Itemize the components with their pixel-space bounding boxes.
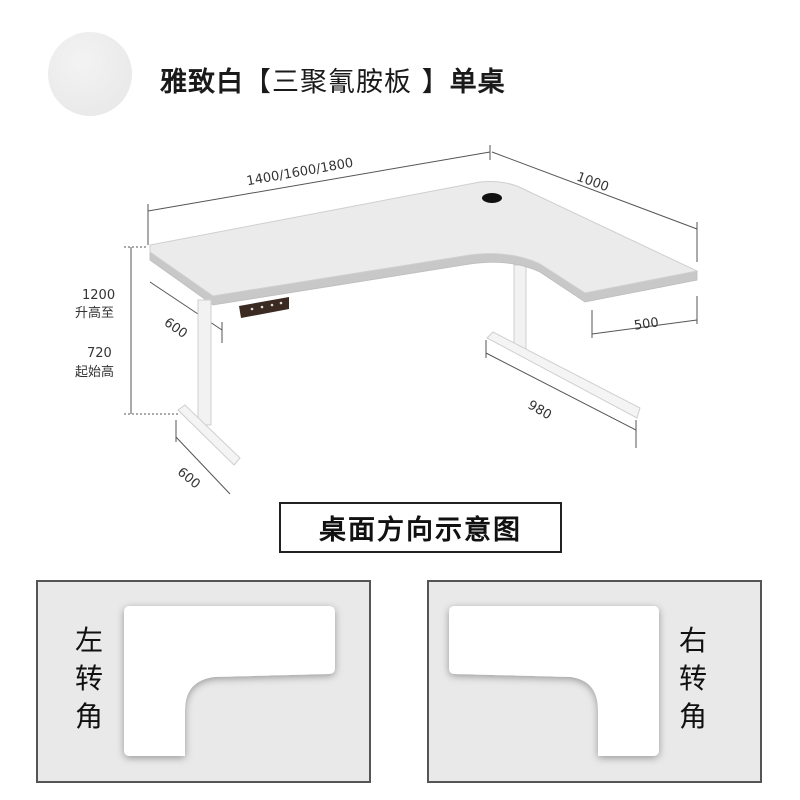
right-corner-desk-shape xyxy=(449,606,659,756)
cable-grommet-icon xyxy=(482,193,502,203)
dim-min-height-label: 起始高 xyxy=(75,365,115,380)
left-corner-panel: 左 转 角 xyxy=(36,580,371,783)
dim-max-height-label: 升高至 xyxy=(75,306,115,321)
color-swatch xyxy=(48,32,132,116)
right-corner-panel: 右 转 角 xyxy=(427,580,762,783)
desk-diagram xyxy=(124,145,699,495)
left-leg xyxy=(177,299,241,466)
material-name: 【三聚氰胺板 】 xyxy=(244,67,450,98)
left-corner-desk-shape xyxy=(124,606,335,756)
dim-return-depth: 500 xyxy=(633,315,660,334)
desk-top xyxy=(149,181,699,306)
right-leg xyxy=(486,264,641,419)
product-title: 雅致白【三聚氰胺板 】单桌 xyxy=(160,60,506,99)
product-type: 单桌 xyxy=(449,67,506,98)
left-corner-label: 左 转 角 xyxy=(74,624,103,733)
dim-min-height-value: 720 xyxy=(87,346,112,361)
dim-max-height-value: 1200 xyxy=(82,288,116,303)
color-name: 雅致白 xyxy=(160,67,244,98)
right-corner-label: 右 转 角 xyxy=(678,624,707,733)
dimension-lines xyxy=(124,145,698,495)
orientation-section-title: 桌面方向示意图 xyxy=(279,502,562,553)
control-panel xyxy=(239,297,289,318)
